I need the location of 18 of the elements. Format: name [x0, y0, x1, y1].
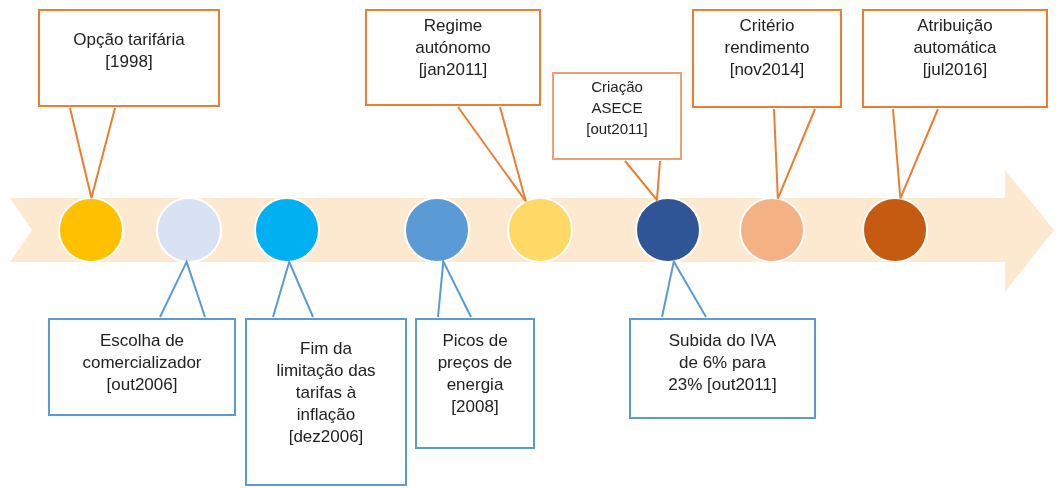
callout-box — [415, 318, 535, 449]
callout-box — [48, 318, 236, 416]
callout-text: Picos de preços de energia [2008] — [436, 330, 514, 418]
callout-box — [365, 9, 541, 106]
callout-text: Subida do IVA de 6% para 23% [out2011] — [667, 330, 778, 396]
callout-box — [552, 72, 682, 160]
callout-text: Atribuição automática [jul2016] — [912, 15, 998, 81]
callout-box — [245, 318, 407, 486]
callout-box — [692, 9, 842, 108]
callout-text: Fim da limitação das tarifas à inflação [dez2006] — [275, 338, 377, 448]
callout-box — [629, 318, 816, 419]
callout-text: Opção tarifária [1998] — [72, 29, 186, 73]
callout-box — [862, 9, 1048, 108]
callout-text: Regime autónomo [jan2011] — [414, 15, 492, 81]
callout-text: Critério rendimento [nov2014] — [723, 15, 811, 81]
callout-text: Criação ASECE [out2011] — [585, 77, 649, 139]
callout-box — [38, 9, 220, 107]
callout-text: Escolha de comercializador [out2006] — [81, 330, 203, 396]
